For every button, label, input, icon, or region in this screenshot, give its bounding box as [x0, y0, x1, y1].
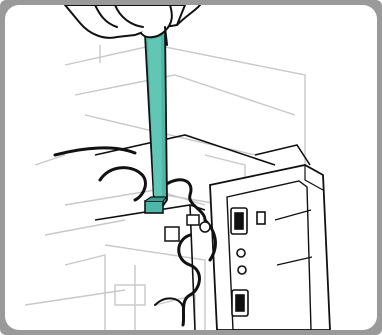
- illustration-panel: [5, 5, 377, 330]
- door-icon: [210, 165, 330, 330]
- maintenance-illustration: [5, 5, 377, 330]
- hand-icon: [65, 5, 200, 45]
